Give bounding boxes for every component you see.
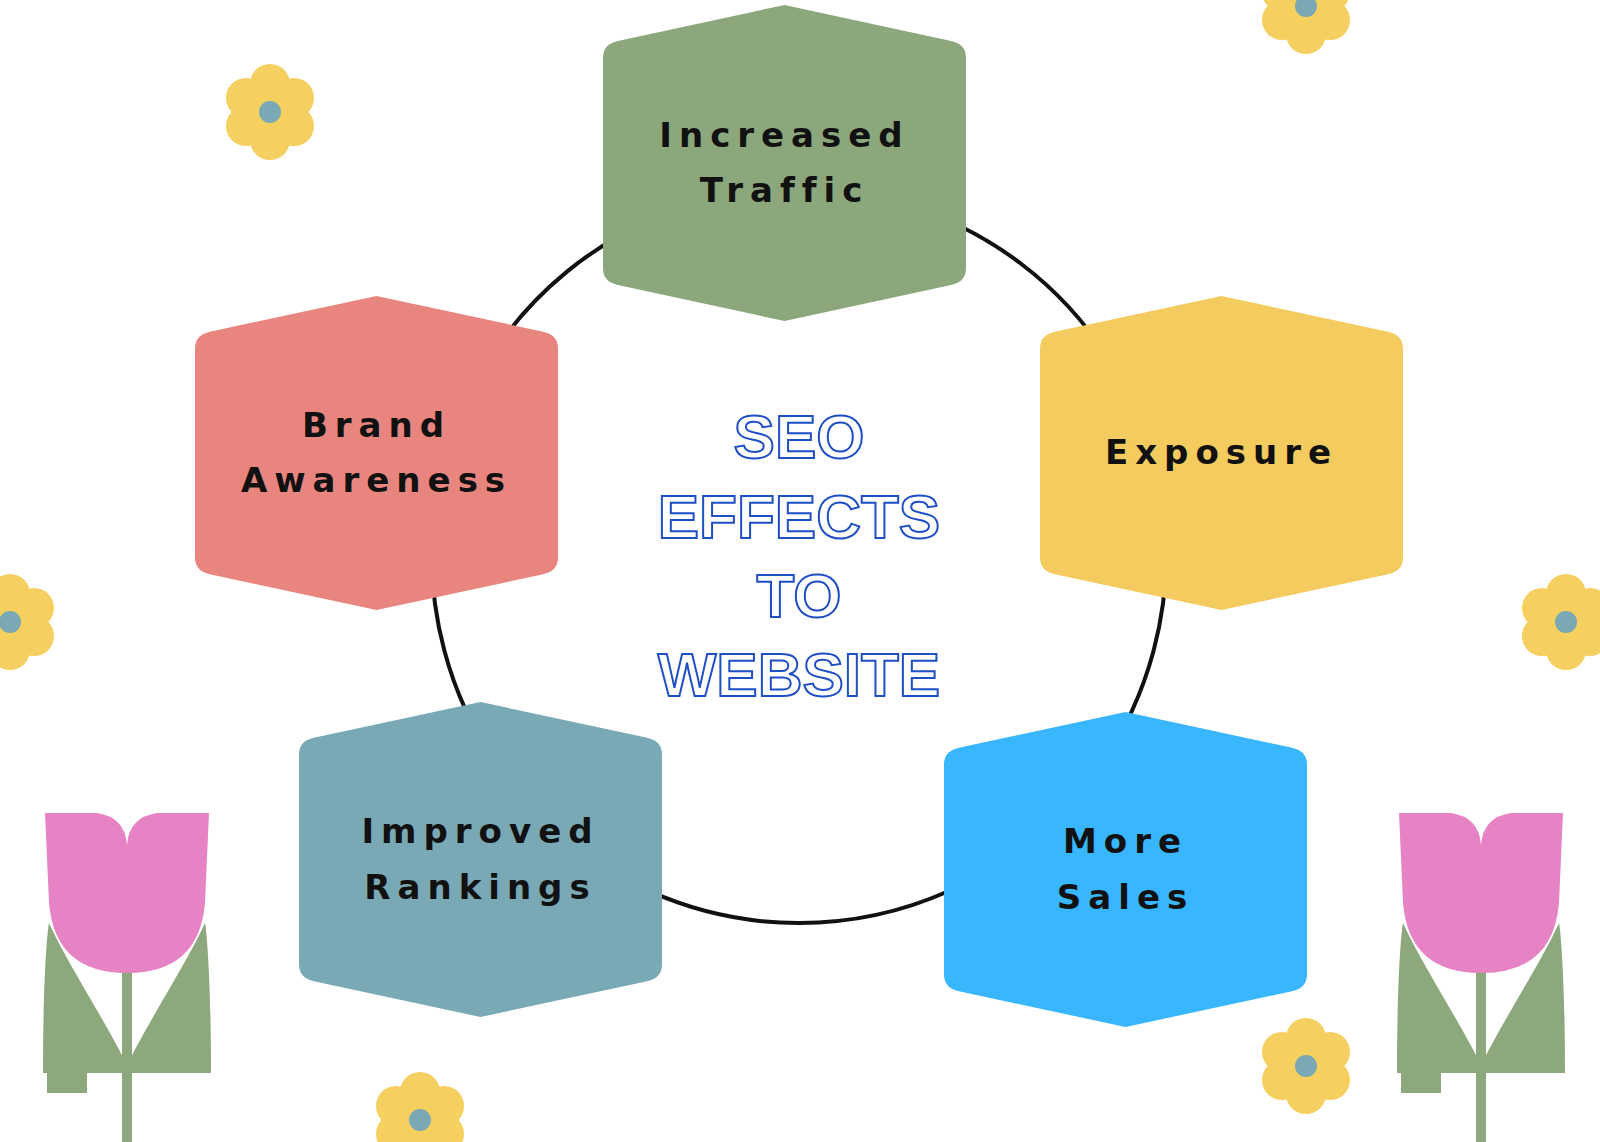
flower (376, 1072, 464, 1142)
box-content: Improved Rankings (299, 702, 662, 1017)
flower (1262, 1018, 1350, 1114)
box-content: Increased Traffic (603, 5, 966, 321)
tulip (43, 813, 211, 1142)
flower (1522, 574, 1600, 670)
hexagon-shape (195, 296, 558, 610)
hexagon-shape (944, 712, 1307, 1027)
hexagon-box: Improved Rankings (299, 702, 662, 1017)
box-label: More Sales (1011, 814, 1241, 924)
box-content: Exposure (1040, 296, 1403, 610)
hexagon-box: Exposure (1040, 296, 1403, 610)
flower (0, 574, 54, 670)
tulip (1397, 813, 1565, 1142)
hexagon-box: More Sales (944, 712, 1307, 1027)
flower (226, 64, 314, 160)
flower (1262, 0, 1350, 54)
box-label: Improved Rankings (321, 804, 641, 914)
hexagon-shape (299, 702, 662, 1017)
box-content: Brand Awareness (195, 296, 558, 610)
box-label: Brand Awareness (217, 398, 537, 508)
center-title: SEO EFFECTS TO WEBSITE (619, 397, 979, 714)
box-label: Exposure (1105, 425, 1338, 480)
hexagon-box: Brand Awareness (195, 296, 558, 610)
hexagon-shape (603, 5, 966, 321)
box-content: More Sales (944, 712, 1307, 1027)
hexagon-box: Increased Traffic (603, 5, 966, 321)
box-label: Increased Traffic (625, 108, 945, 218)
